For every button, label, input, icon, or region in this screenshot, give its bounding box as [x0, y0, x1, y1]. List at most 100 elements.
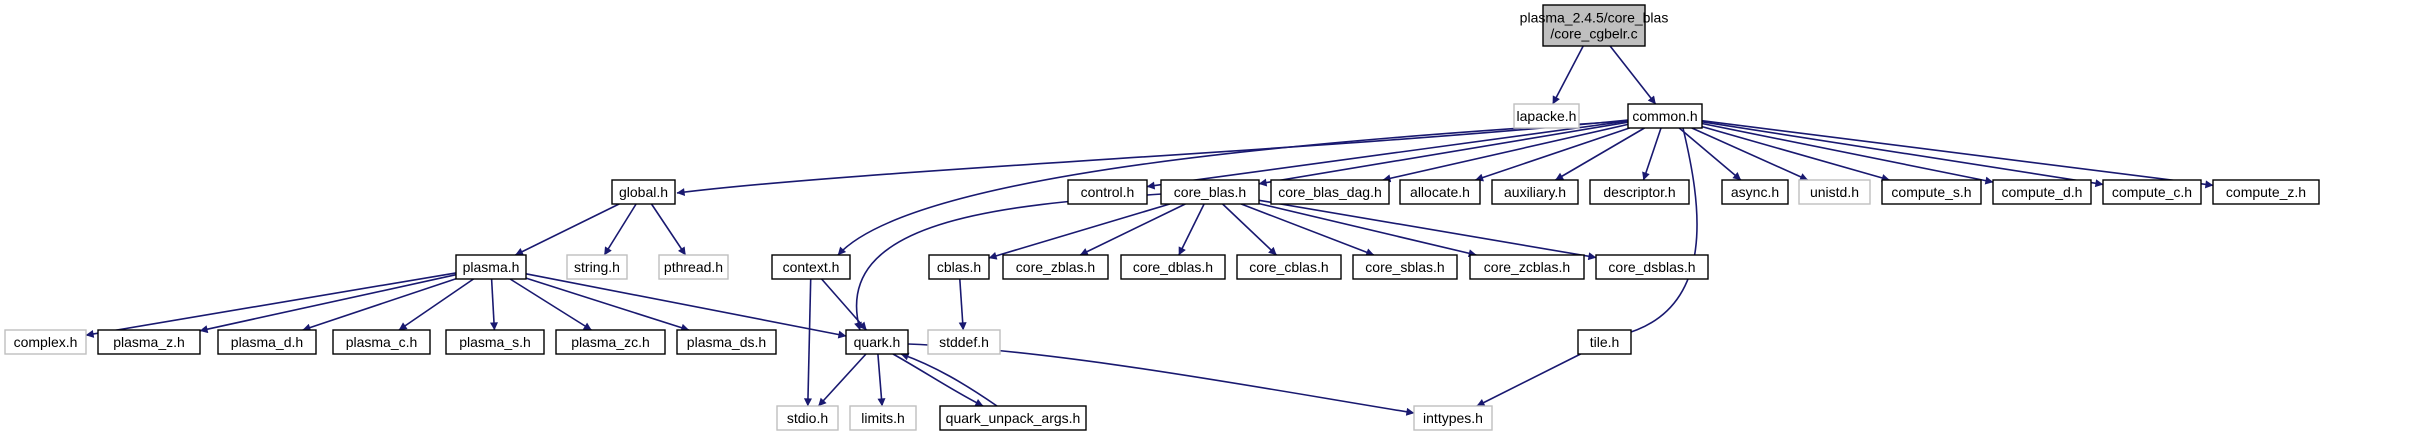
node-core-sblas[interactable]: core_sblas.h — [1352, 254, 1458, 280]
node-label: pthread.h — [664, 259, 723, 275]
node-label: context.h — [783, 259, 840, 275]
edge-core_blas-to-core_dblas — [1178, 203, 1205, 256]
edge-global-to-plasma — [515, 203, 620, 256]
node-descriptor[interactable]: descriptor.h — [1589, 179, 1690, 205]
node-allocate[interactable]: allocate.h — [1399, 179, 1481, 205]
node-box — [1491, 179, 1579, 205]
node-label: plasma_ds.h — [687, 334, 766, 350]
edge-plasma-to-plasma_c — [398, 278, 474, 331]
node-label: common.h — [1632, 108, 1697, 124]
node-box — [332, 329, 431, 355]
edge-common-to-unistd — [1691, 127, 1809, 181]
node-plasma[interactable]: plasma.h — [455, 254, 527, 280]
node-box — [939, 405, 1087, 431]
edge-common-to-compute_z — [1701, 119, 2214, 189]
edge-plasma-to-plasma_zc — [509, 278, 592, 331]
node-limits: limits.h — [849, 405, 917, 431]
node-box — [1589, 179, 1690, 205]
node-box — [1595, 254, 1709, 280]
node-global[interactable]: global.h — [611, 179, 676, 205]
node-label: plasma_d.h — [231, 334, 303, 350]
node-plasma-ds[interactable]: plasma_ds.h — [676, 329, 777, 355]
node-common[interactable]: common.h — [1627, 103, 1703, 129]
edge-common-to-tile — [1620, 127, 1698, 338]
edge-core_blas-to-cblas — [988, 203, 1171, 260]
edges-layer — [85, 45, 2214, 416]
node-box — [1721, 179, 1789, 205]
node-tile[interactable]: tile.h — [1577, 329, 1632, 355]
node-label: allocate.h — [1410, 184, 1470, 200]
edge-core_blas-to-core_sblas — [1240, 203, 1375, 257]
node-unistd: unistd.h — [1798, 179, 1871, 205]
node-async[interactable]: async.h — [1721, 179, 1789, 205]
node-box — [1399, 179, 1481, 205]
edge-core_blas-to-core_dsblas — [1258, 199, 1597, 261]
node-compute-c[interactable]: compute_c.h — [2102, 179, 2202, 205]
node-core-blas-dag[interactable]: core_blas_dag.h — [1270, 179, 1390, 205]
edge-common-to-allocate — [1475, 127, 1630, 182]
node-label: async.h — [1731, 184, 1779, 200]
edge-plasma-to-plasma_d — [302, 277, 457, 332]
node-cblas[interactable]: cblas.h — [928, 254, 990, 280]
edge-global-to-pthread — [650, 203, 687, 256]
node-plasma-d[interactable]: plasma_d.h — [217, 329, 317, 355]
node-label: compute_d.h — [2002, 184, 2083, 200]
node-label: plasma_s.h — [459, 334, 531, 350]
node-label: limits.h — [861, 410, 905, 426]
node-plasma-s[interactable]: plasma_s.h — [445, 329, 545, 355]
edge-quark_unpack_args-to-quark — [900, 352, 998, 407]
node-label: auxiliary.h — [1504, 184, 1566, 200]
node-compute-s[interactable]: compute_s.h — [1881, 179, 1982, 205]
node-plasma-z[interactable]: plasma_z.h — [97, 329, 201, 355]
node-root[interactable]: plasma_2.4.5/core_blas/core_cgbelr.c — [1520, 4, 1669, 47]
edge-core_blas-to-core_cblas — [1222, 203, 1277, 256]
node-box — [845, 329, 909, 355]
node-label: core_zcblas.h — [1484, 259, 1570, 275]
node-control[interactable]: control.h — [1067, 179, 1148, 205]
node-label: core_cblas.h — [1249, 259, 1328, 275]
node-plasma-c[interactable]: plasma_c.h — [332, 329, 431, 355]
edge-common-to-global — [676, 119, 1629, 197]
node-label: control.h — [1081, 184, 1135, 200]
node-core-blas[interactable]: core_blas.h — [1160, 179, 1260, 205]
edge-common-to-context — [837, 120, 1629, 256]
edge-context-to-quark — [820, 278, 868, 331]
node-label: quark.h — [854, 334, 901, 350]
node-box — [1513, 103, 1580, 129]
nodes-layer: plasma_2.4.5/core_blas/core_cgbelr.clapa… — [4, 4, 2320, 431]
node-label: core_blas_dag.h — [1278, 184, 1382, 200]
edge-common-to-compute_d — [1701, 122, 1994, 185]
node-box — [97, 329, 201, 355]
node-context[interactable]: context.h — [771, 254, 851, 280]
node-quark-unpack-args[interactable]: quark_unpack_args.h — [939, 405, 1087, 431]
node-box — [1542, 4, 1646, 47]
edge-quark-to-stdio — [817, 353, 867, 407]
node-core-zblas[interactable]: core_zblas.h — [1002, 254, 1109, 280]
edge-root-to-common — [1609, 45, 1657, 105]
node-auxiliary[interactable]: auxiliary.h — [1491, 179, 1579, 205]
edge-common-to-async — [1678, 127, 1742, 181]
node-box — [1270, 179, 1390, 205]
node-box — [1352, 254, 1458, 280]
node-label: plasma_c.h — [346, 334, 418, 350]
node-box — [4, 329, 87, 355]
node-core-zcblas[interactable]: core_zcblas.h — [1469, 254, 1585, 280]
node-compute-z[interactable]: compute_z.h — [2212, 179, 2320, 205]
edge-common-to-auxiliary — [1555, 127, 1645, 181]
node-box — [771, 254, 851, 280]
node-box — [445, 329, 545, 355]
edge-common-to-compute_c — [1701, 121, 2104, 188]
node-quark[interactable]: quark.h — [845, 329, 909, 355]
node-box — [1120, 254, 1226, 280]
node-core-cblas[interactable]: core_cblas.h — [1236, 254, 1342, 280]
node-box — [1577, 329, 1632, 355]
edge-global-to-string — [603, 203, 637, 256]
node-core-dblas[interactable]: core_dblas.h — [1120, 254, 1226, 280]
node-core-dsblas[interactable]: core_dsblas.h — [1595, 254, 1709, 280]
edge-core_blas-to-core_zblas — [1079, 203, 1186, 256]
node-compute-d[interactable]: compute_d.h — [1992, 179, 2092, 205]
node-inttypes: inttypes.h — [1413, 405, 1493, 431]
node-box — [1236, 254, 1342, 280]
node-plasma-zc[interactable]: plasma_zc.h — [555, 329, 666, 355]
node-box — [1627, 103, 1703, 129]
